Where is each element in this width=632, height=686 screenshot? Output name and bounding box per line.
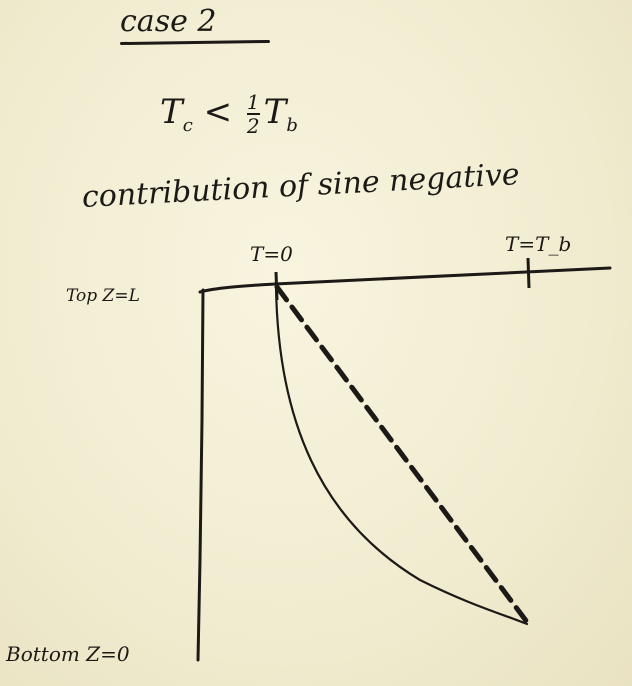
fraction-bar — [246, 113, 260, 115]
tick-tb — [526, 257, 531, 289]
label-t0: T=0 — [250, 242, 293, 266]
case-heading: case 2 — [120, 4, 217, 39]
condition-rhs: T — [263, 92, 287, 132]
depth-axis-line — [196, 288, 205, 662]
condition-lhs-sub: c — [182, 114, 193, 136]
condition-equation: Tc < 1 2 Tb — [160, 92, 298, 136]
condition-fraction: 1 2 — [246, 90, 260, 138]
condition-rhs-sub: b — [286, 114, 298, 136]
dashed-line — [274, 284, 530, 625]
solid-curve — [274, 284, 529, 626]
fraction-denominator: 2 — [246, 114, 260, 138]
label-tb: T=T_b — [505, 232, 572, 256]
time-axis-line — [198, 266, 612, 294]
fraction-numerator: 1 — [246, 90, 260, 114]
condition-lhs: T — [160, 92, 183, 132]
condition-operator: < — [203, 92, 233, 132]
label-top: Top Z=L — [66, 286, 140, 306]
label-bottom: Bottom Z=0 — [6, 642, 130, 666]
